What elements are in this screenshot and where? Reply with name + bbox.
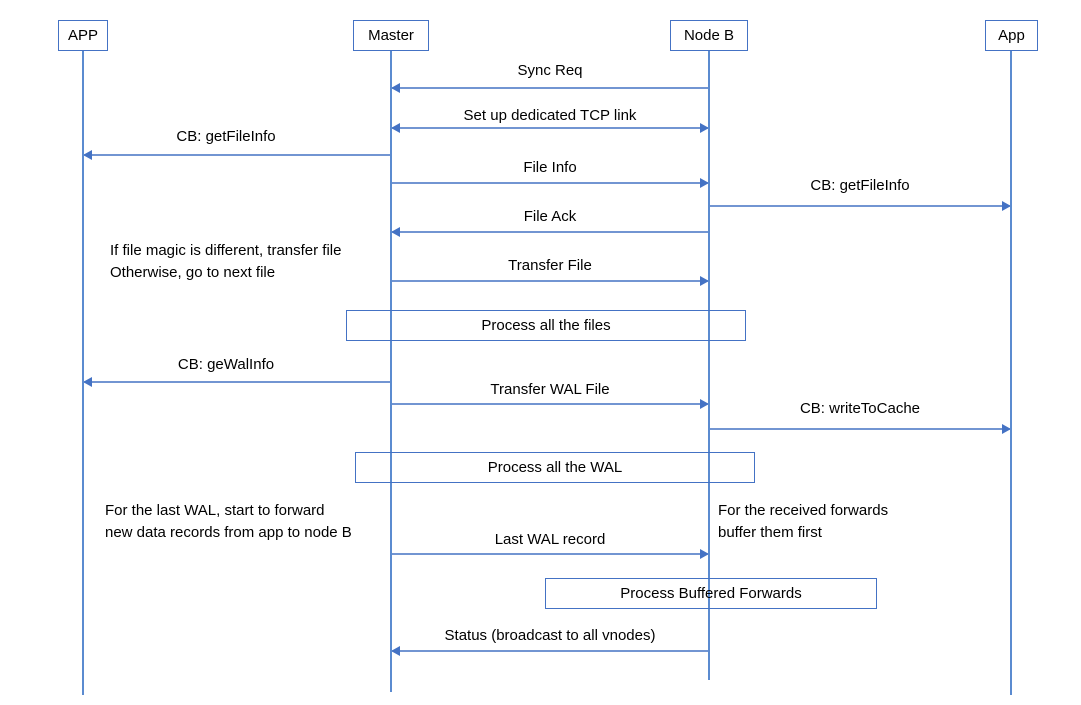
message-label-cb-getfileinfo-right: CB: getFileInfo xyxy=(810,177,910,194)
message-label-cb-gewalinfo: CB: geWalInfo xyxy=(177,356,275,373)
participant-label: App xyxy=(998,27,1025,44)
activation-box-label: Process all the WAL xyxy=(487,459,623,476)
message-label-status-broadcast: Status (broadcast to all vnodes) xyxy=(444,627,656,644)
note-received-forwards: For the received forwards buffer them fi… xyxy=(718,502,889,541)
lifeline-app-right xyxy=(1010,51,1012,695)
note-last-wal-forward: For the last WAL, start to forward new d… xyxy=(105,502,352,541)
message-label-file-info: File Info xyxy=(523,159,577,176)
message-label-transfer-file: Transfer File xyxy=(508,257,592,274)
message-label-cb-getfileinfo-left: CB: getFileInfo xyxy=(176,128,276,145)
activation-box-label: Process Buffered Forwards xyxy=(620,585,802,602)
message-label-transfer-wal-file: Transfer WAL File xyxy=(490,381,610,398)
message-arrow-sync-req xyxy=(391,83,709,93)
participant-app-right[interactable]: App xyxy=(985,20,1038,51)
activation-box-process-all-wal[interactable]: Process all the WAL xyxy=(355,452,755,483)
lifeline-master xyxy=(390,51,392,692)
lifeline-app-left xyxy=(82,51,84,695)
participant-master[interactable]: Master xyxy=(353,20,429,51)
message-arrow-cb-writetocache xyxy=(709,424,1011,434)
lifeline-node-b xyxy=(708,51,710,680)
note-file-magic: If file magic is different, transfer fil… xyxy=(110,242,342,281)
activation-box-process-buffered-forwards[interactable]: Process Buffered Forwards xyxy=(545,578,877,609)
message-arrow-transfer-file xyxy=(391,276,709,286)
message-arrow-file-ack xyxy=(391,227,709,237)
message-label-setup-tcp: Set up dedicated TCP link xyxy=(463,107,637,124)
message-label-cb-writetocache: CB: writeToCache xyxy=(799,400,921,417)
participant-label: Node B xyxy=(683,27,735,44)
activation-box-label: Process all the files xyxy=(481,317,611,334)
participant-app-left[interactable]: APP xyxy=(58,20,108,51)
message-arrow-status-broadcast xyxy=(391,646,709,656)
message-arrow-last-wal-record xyxy=(391,549,709,559)
message-label-file-ack: File Ack xyxy=(523,208,577,225)
activation-box-process-all-files[interactable]: Process all the files xyxy=(346,310,746,341)
message-label-last-wal-record: Last WAL record xyxy=(494,531,606,548)
message-label-sync-req: Sync Req xyxy=(517,62,583,79)
participant-node-b[interactable]: Node B xyxy=(670,20,748,51)
participant-label: Master xyxy=(368,27,414,44)
participant-label: APP xyxy=(67,27,98,44)
